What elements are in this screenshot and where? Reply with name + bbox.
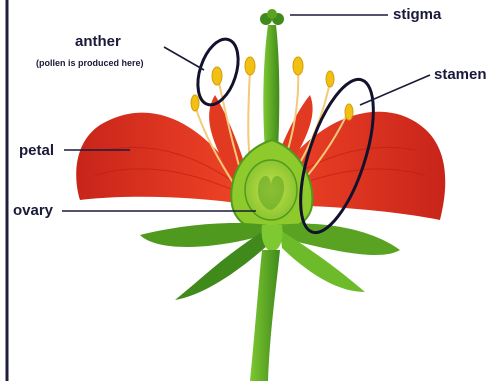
anther-pointer (164, 47, 204, 70)
stigma-label: stigma (393, 7, 441, 22)
stigma-shape (260, 9, 284, 25)
anther-label: anther (75, 34, 121, 49)
ovary-label: ovary (13, 203, 53, 218)
anther-note: (pollen is produced here) (36, 59, 144, 68)
style (263, 25, 279, 150)
stem (250, 250, 280, 381)
petal-label: petal (19, 143, 54, 158)
stamen-label: stamen (434, 67, 487, 82)
